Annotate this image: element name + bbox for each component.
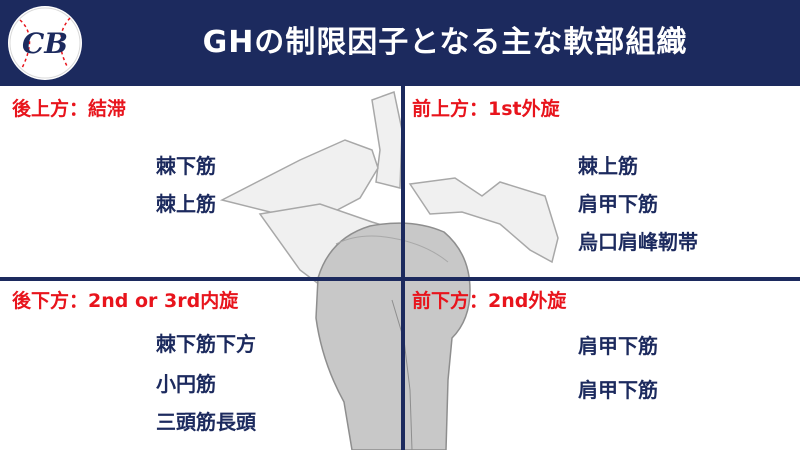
list-item: 肩甲下筋 [578,192,658,216]
list-item: 三頭筋長頭 [156,410,256,434]
list-item: 棘上筋 [578,154,638,178]
list-item: 烏口肩峰靭帯 [578,230,698,254]
glenoid-outline [335,235,449,263]
logo-text: CB [22,27,68,60]
humeral-groove-shape [391,299,413,450]
shoulder-illustration [0,86,800,450]
scapula-spine-shape [371,90,403,189]
header-bar: CB GHの制限因子となる主な軟部組織 [0,0,800,86]
list-item: 棘上筋 [156,192,216,216]
list-item: 棘下筋 [156,154,216,178]
list-item: 棘下筋下方 [156,332,256,356]
baseball-logo-icon: CB [9,7,81,79]
list-item: 肩甲下筋 [578,334,658,358]
quadrant-title-anterior-superior: 前上方：1st外旋 [412,98,560,120]
logo: CB [8,6,82,80]
list-item: 肩甲下筋 [578,378,658,402]
list-item: 小円筋 [156,372,216,396]
acromion-shape [219,139,379,219]
quadrant-title-anterior-inferior: 前下方：2nd外旋 [412,290,567,312]
page-title: GHの制限因子となる主な軟部組織 [202,25,688,60]
humerus-shape [315,222,471,450]
quadrant-title-posterior-inferior: 後下方：2nd or 3rd内旋 [12,290,239,312]
clavicle-shape [408,177,559,264]
quadrant-title-posterior-superior: 後上方：結滞 [12,98,127,120]
